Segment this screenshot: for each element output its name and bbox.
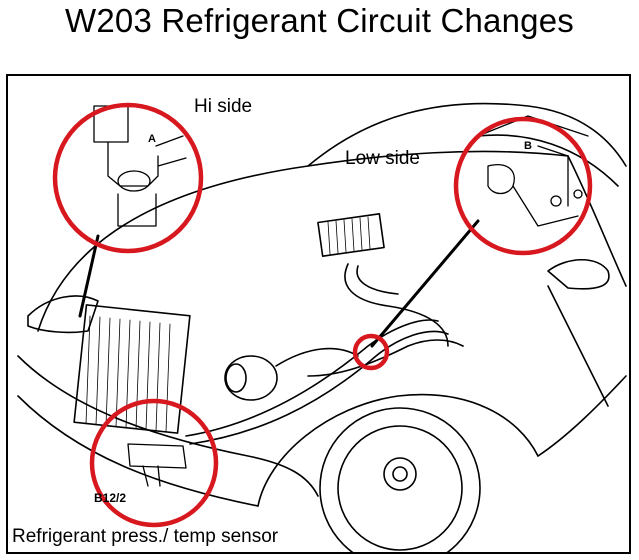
car-door-line bbox=[547, 285, 609, 407]
car-a-pillar bbox=[567, 155, 627, 287]
wheel-rim bbox=[337, 425, 463, 551]
condenser bbox=[73, 304, 191, 434]
refrigerant-line-6 bbox=[307, 339, 464, 377]
car-headlight bbox=[27, 295, 99, 334]
callout-circle-sensor bbox=[89, 398, 219, 528]
evaporator bbox=[317, 213, 385, 257]
leader-line-low bbox=[370, 219, 480, 348]
refrigerant-line-1 bbox=[185, 319, 439, 437]
tag-a-label: A bbox=[148, 133, 156, 145]
refrigerant-line-5 bbox=[275, 347, 359, 367]
compressor bbox=[224, 355, 278, 401]
car-windshield-outline bbox=[307, 102, 627, 167]
callout-circle-hi bbox=[52, 102, 204, 254]
low-side-label: Low side bbox=[345, 148, 420, 169]
wheel-hub bbox=[383, 457, 417, 491]
hi-side-detail bbox=[93, 105, 187, 227]
side-mirror bbox=[547, 259, 610, 290]
hi-side-label: Hi side bbox=[194, 96, 253, 117]
car-fender bbox=[257, 393, 539, 507]
tag-b-label: B bbox=[524, 140, 532, 152]
car-front-bumper bbox=[17, 355, 319, 497]
sensor-caption: Refrigerant press./ temp sensor bbox=[12, 526, 279, 547]
tag-b12-label: B12/2 bbox=[94, 491, 127, 505]
refrigerant-line-3 bbox=[344, 263, 449, 347]
refrigerant-line-2 bbox=[189, 330, 449, 445]
leader-line-hi bbox=[78, 234, 100, 318]
car-side-line bbox=[537, 375, 627, 457]
car-diagram bbox=[17, 102, 627, 552]
sensor-detail bbox=[127, 443, 187, 487]
car-lower-bumper bbox=[17, 395, 259, 507]
page-title: W203 Refrigerant Circuit Changes bbox=[65, 2, 574, 39]
wheel-outer bbox=[319, 407, 481, 552]
diagram-frame: Hi side Low side A B B12/2 Refrigerant p… bbox=[6, 74, 631, 554]
car-roof-line bbox=[477, 134, 619, 187]
low-side-detail bbox=[477, 115, 589, 227]
callout-circle-valve bbox=[352, 333, 390, 371]
callout-circle-low bbox=[453, 116, 593, 256]
refrigerant-line-4 bbox=[356, 265, 399, 295]
